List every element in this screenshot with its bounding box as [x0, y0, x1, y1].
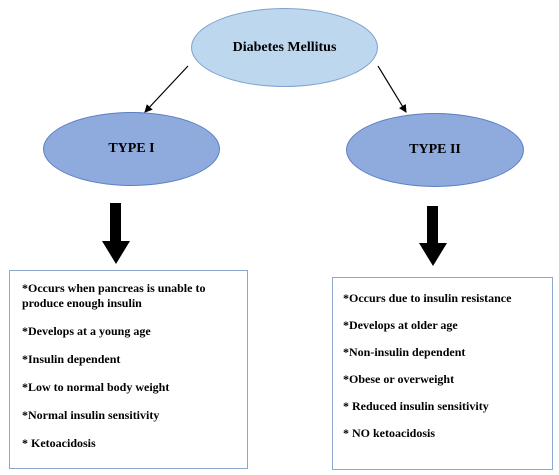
type-2-feature: *Occurs due to insulin resistance	[343, 291, 512, 305]
arrow-root-to-type1	[144, 65, 189, 113]
type-1-feature: *Occurs when pancreas is unable to produ…	[22, 281, 206, 310]
diabetes-mellitus-node: Diabetes Mellitus	[191, 8, 378, 87]
type-1-feature: * Ketoacidosis	[22, 436, 96, 450]
type-2-label: TYPE II	[409, 142, 461, 157]
type-1-feature: *Low to normal body weight	[22, 380, 170, 394]
type-2-feature: *Non-insulin dependent	[343, 345, 466, 359]
block-arrow-type2	[419, 206, 447, 266]
type-2-node: TYPE II	[346, 113, 524, 187]
type-2-feature: *Obese or overweight	[343, 372, 455, 386]
type-1-feature: *Normal insulin sensitivity	[22, 408, 160, 422]
type-2-feature: *Develops at older age	[343, 318, 458, 332]
diabetes-mellitus-label: Diabetes Mellitus	[232, 39, 337, 55]
type-2-features-box: *Occurs due to insulin resistance *Devel…	[332, 277, 553, 470]
type-2-feature: * Reduced insulin sensitivity	[343, 399, 489, 413]
type-1-feature: *Develops at a young age	[22, 324, 151, 338]
type-1-label: TYPE I	[108, 141, 155, 156]
type-1-features-box: *Occurs when pancreas is unable to produ…	[9, 270, 248, 469]
type-1-feature: *Insulin dependent	[22, 352, 121, 366]
type-1-node: TYPE I	[43, 112, 220, 186]
arrow-root-to-type2	[377, 65, 407, 113]
block-arrow-type1	[102, 203, 130, 264]
type-2-feature: * NO ketoacidosis	[343, 426, 436, 440]
